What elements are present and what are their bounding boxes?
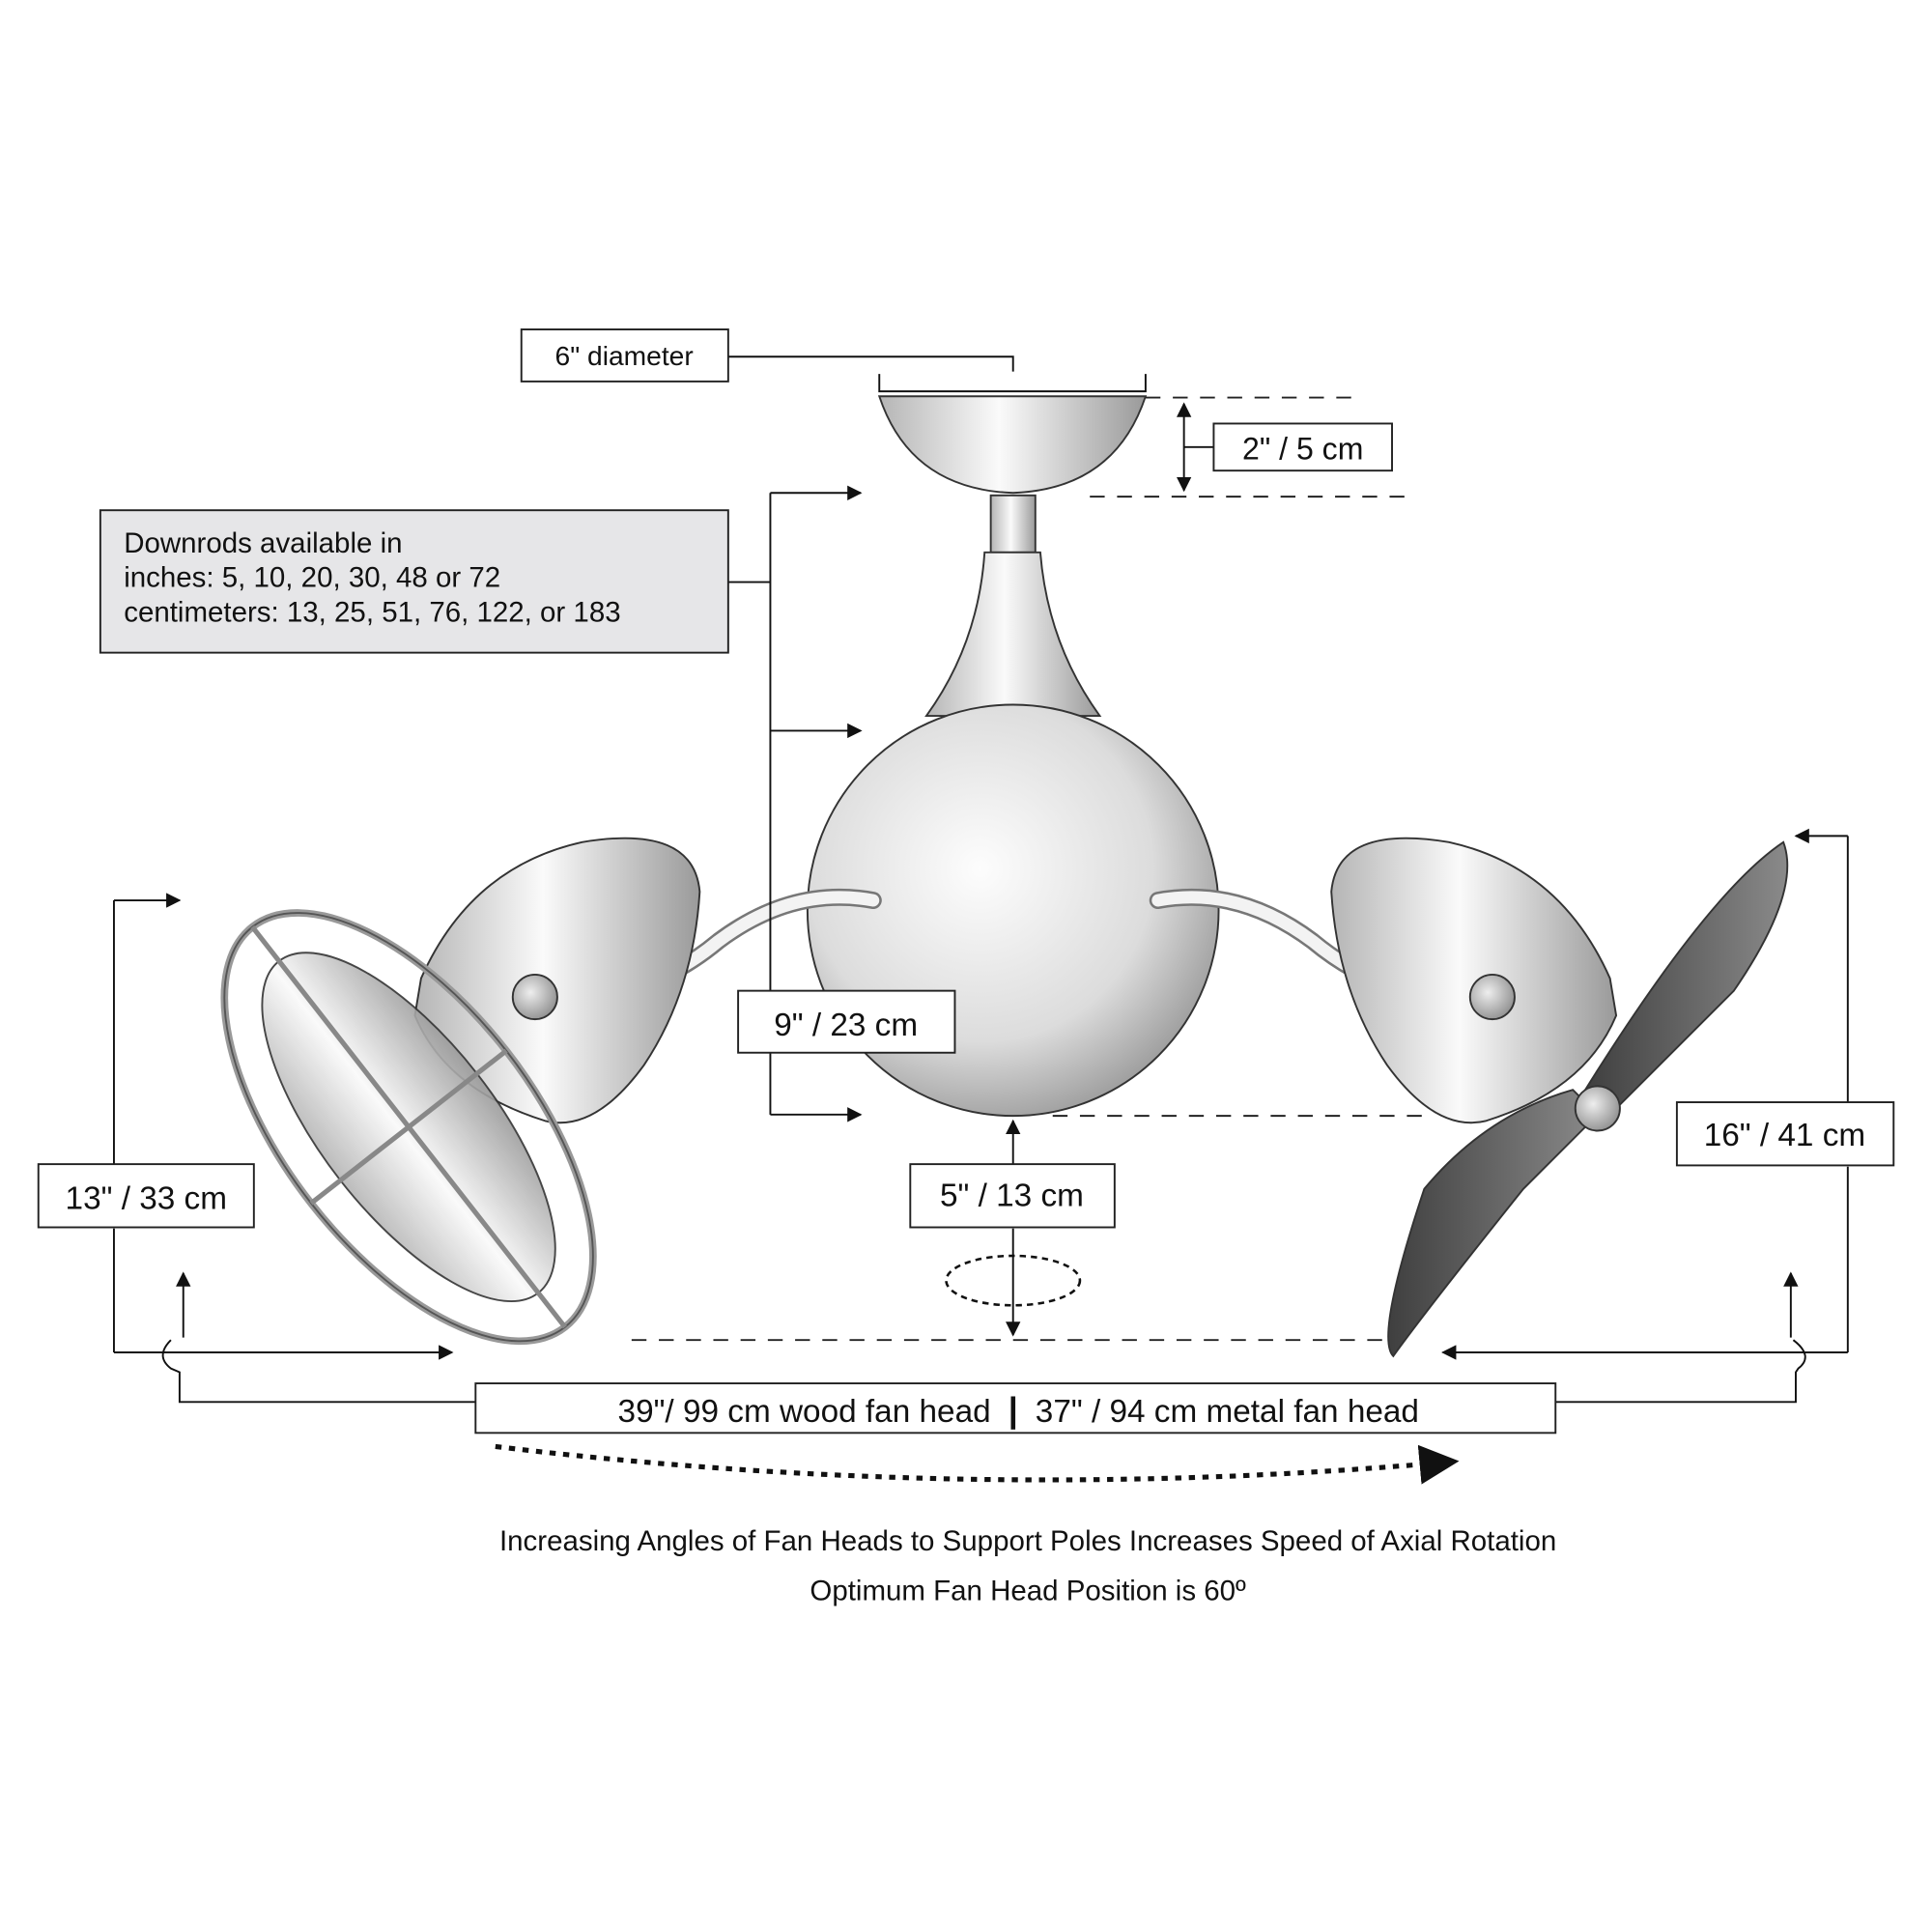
left-height-box <box>37 1163 255 1229</box>
canopy-height-box <box>1212 422 1393 472</box>
downrods-box <box>99 509 729 654</box>
motor-height-label: 9" / 23 cm <box>774 1008 918 1043</box>
canopy <box>727 355 1148 495</box>
downrods-line-1: Downrods available in <box>124 527 402 559</box>
bottom-clearance-label: 5" / 13 cm <box>940 1179 1084 1214</box>
span-metal-label: 37" / 94 cm metal fan head <box>1036 1394 1419 1430</box>
span-wood-label: 39"/ 99 cm wood fan head <box>618 1394 991 1430</box>
right-height-box <box>1675 1101 1895 1167</box>
rotation-note: Increasing Angles of Fan Heads to Suppor… <box>499 1525 1556 1557</box>
optimum-note: Optimum Fan Head Position is 60º <box>810 1575 1246 1606</box>
canopy-diameter-box <box>520 328 729 383</box>
right-height-label: 16" / 41 cm <box>1704 1118 1865 1153</box>
left-height-label: 13" / 33 cm <box>66 1180 227 1216</box>
span-separator: | <box>1009 1391 1018 1430</box>
rotation-arc-arrow <box>495 1443 1460 1485</box>
motor-sphere <box>806 703 1220 1118</box>
downrods-line-2: inches: 5, 10, 20, 30, 48 or 72 <box>124 562 500 594</box>
bottom-clearance-box <box>909 1163 1116 1229</box>
rotation-indicator <box>945 1254 1082 1307</box>
motor-height-box <box>737 989 956 1054</box>
downrods-line-3: centimeters: 13, 25, 51, 76, 122, or 183 <box>124 597 620 629</box>
span-box <box>474 1382 1557 1435</box>
left-fan-head <box>220 837 701 1346</box>
right-fan-head <box>1330 837 1789 1358</box>
canopy-height-label: 2" / 5 cm <box>1242 432 1363 467</box>
canopy-diameter-label: 6" diameter <box>555 340 694 371</box>
downrod <box>924 494 1102 717</box>
